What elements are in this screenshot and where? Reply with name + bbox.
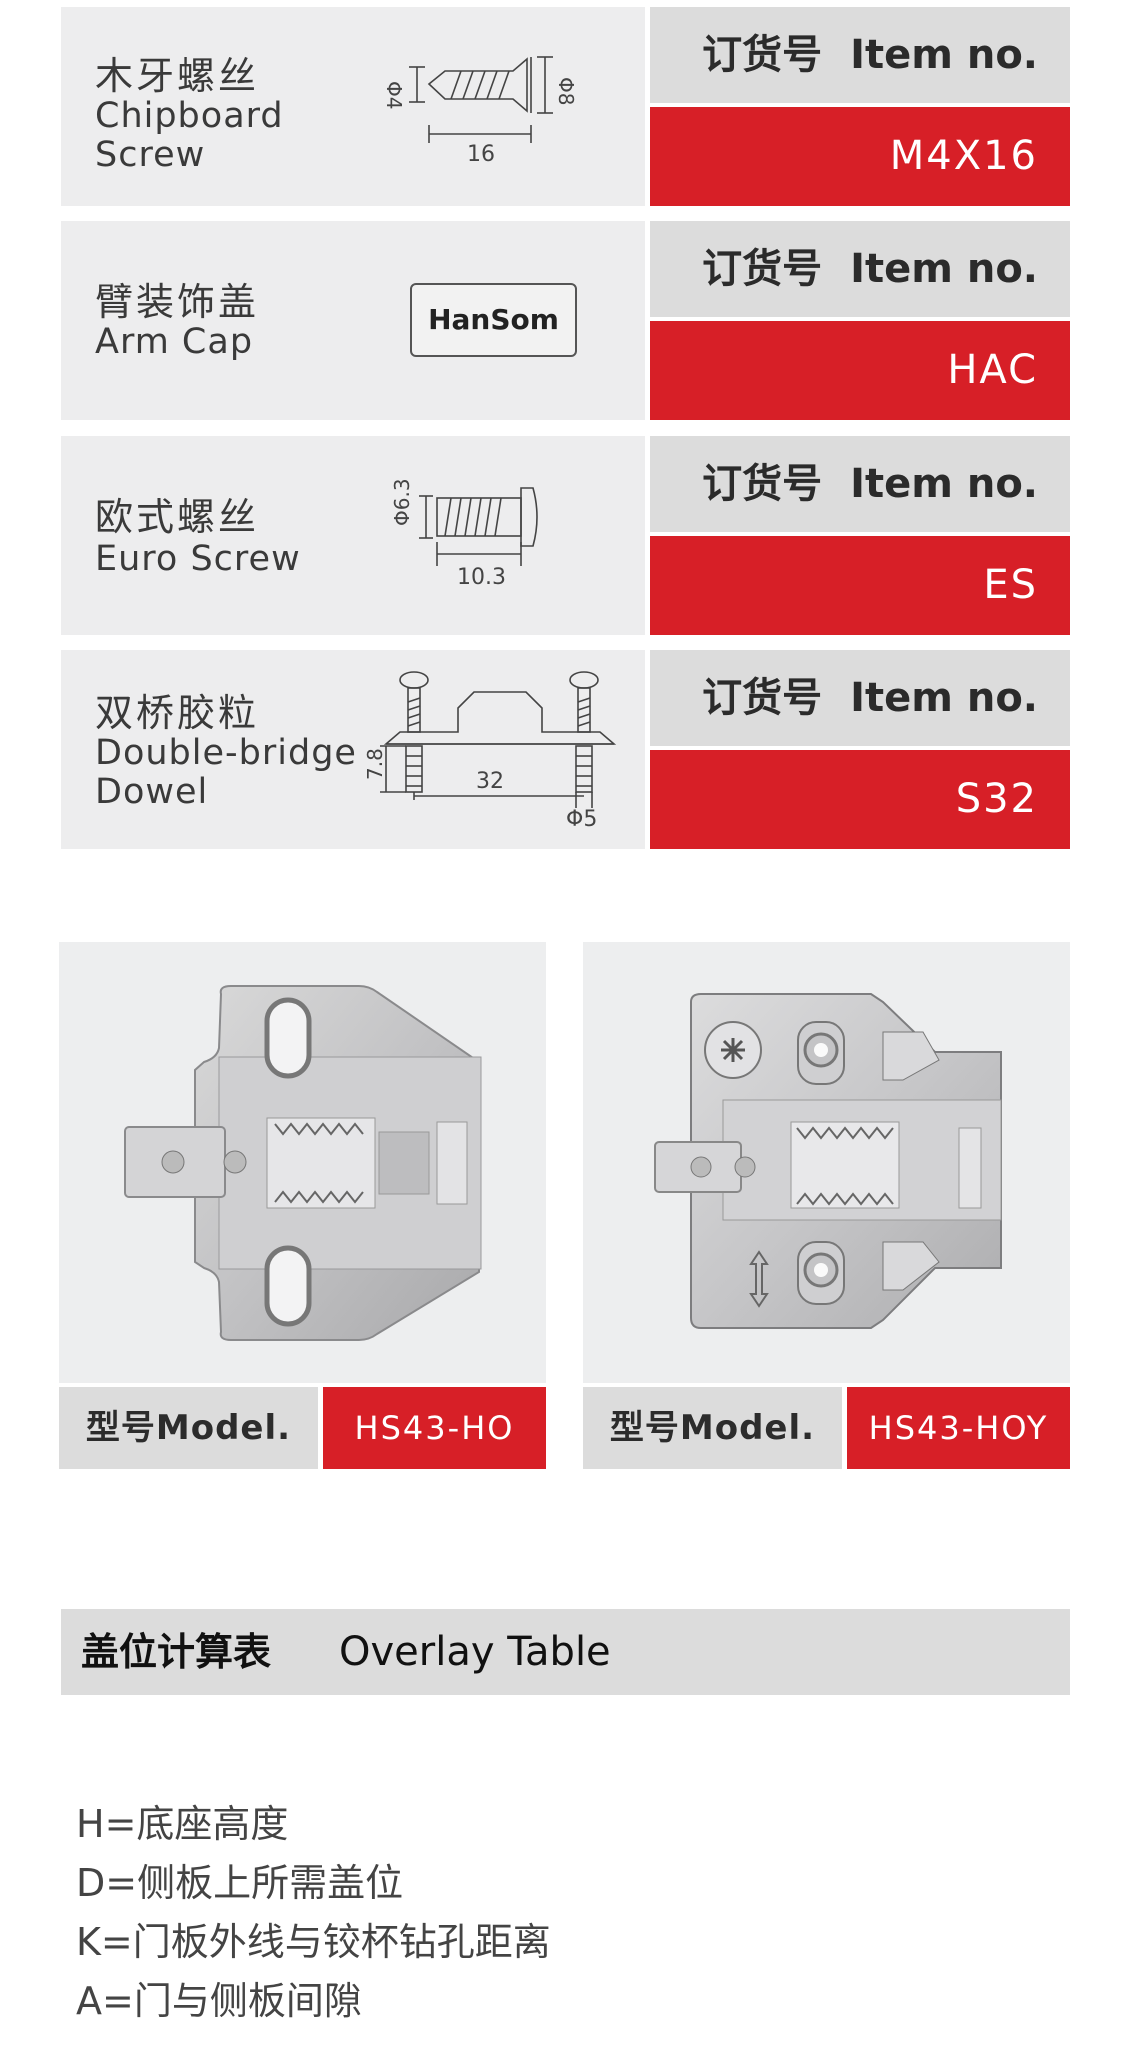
variable-legend: H=底座高度 D=侧板上所需盖位 K=门板外线与铰杯钻孔距离 A=门与侧板间隙 bbox=[76, 1795, 551, 2031]
legend-item-a: A=门与侧板间隙 bbox=[76, 1979, 362, 2023]
svg-text:Φ5: Φ5 bbox=[566, 807, 597, 828]
part-name-zh: 木牙螺丝 bbox=[95, 54, 260, 98]
part-info-panel: 欧式螺丝 Euro Screw Φ6.3 10.3 bbox=[61, 436, 645, 635]
model-label: 型号Model. bbox=[59, 1387, 318, 1469]
overlay-title-en: Overlay Table bbox=[339, 1629, 611, 1675]
part-name-zh: 臂装饰盖 bbox=[95, 280, 260, 324]
model-label: 型号Model. bbox=[583, 1387, 842, 1469]
svg-text:Φ8: Φ8 bbox=[554, 77, 578, 105]
legend-item-k: K=门板外线与铰杯钻孔距离 bbox=[76, 1920, 551, 1964]
svg-text:Φ4: Φ4 bbox=[382, 81, 406, 109]
legend-item-d: D=侧板上所需盖位 bbox=[76, 1861, 404, 1905]
model-card-hs43-hoy: 型号Model. HS43-HOY bbox=[583, 942, 1070, 1469]
model-number: HS43-HOY bbox=[847, 1387, 1070, 1469]
part-name-en: Double-bridge Dowel bbox=[95, 733, 357, 812]
part-row-double-bridge-dowel: 双桥胶粒 Double-bridge Dowel 7.8 32 Φ bbox=[61, 650, 1070, 849]
product-image bbox=[59, 942, 546, 1383]
part-name-en: Arm Cap bbox=[95, 322, 254, 362]
part-name-zh: 双桥胶粒 bbox=[95, 691, 260, 735]
mounting-plate-icon bbox=[124, 985, 482, 1341]
part-name-en: Euro Screw bbox=[95, 539, 301, 579]
overlay-table-header: 盖位计算表 Overlay Table bbox=[61, 1609, 1070, 1695]
part-name-zh: 欧式螺丝 bbox=[95, 495, 260, 539]
product-image bbox=[583, 942, 1070, 1383]
part-info-panel: 木牙螺丝 Chipboard Screw Φ4 Φ8 16 bbox=[61, 7, 645, 206]
item-no-value: ES bbox=[650, 536, 1070, 635]
item-no-value: S32 bbox=[650, 750, 1070, 849]
part-name-en: Chipboard Screw bbox=[95, 96, 284, 175]
svg-text:Φ6.3: Φ6.3 bbox=[391, 478, 414, 526]
euro-screw-drawing-icon: Φ6.3 10.3 bbox=[391, 478, 538, 590]
double-bridge-dowel-drawing-icon: 7.8 32 Φ5 bbox=[366, 671, 617, 828]
svg-text:32: 32 bbox=[476, 769, 504, 794]
svg-text:7.8: 7.8 bbox=[366, 748, 387, 780]
model-number: HS43-HO bbox=[323, 1387, 546, 1469]
mounting-plate-cam-icon bbox=[654, 993, 1002, 1329]
arm-cap-logo: HanSom bbox=[410, 283, 577, 357]
part-info-panel: 臂装饰盖 Arm Cap HanSom bbox=[61, 221, 645, 420]
part-info-panel: 双桥胶粒 Double-bridge Dowel 7.8 32 Φ bbox=[61, 650, 645, 849]
svg-text:16: 16 bbox=[467, 142, 495, 167]
chipboard-screw-drawing-icon: Φ4 Φ8 16 bbox=[382, 56, 578, 167]
overlay-title-zh: 盖位计算表 bbox=[81, 1630, 272, 1674]
model-card-hs43-ho: 型号Model. HS43-HO bbox=[59, 942, 546, 1469]
legend-item-h: H=底座高度 bbox=[76, 1802, 289, 1846]
item-no-value: HAC bbox=[650, 321, 1070, 420]
item-no-value: M4X16 bbox=[650, 107, 1070, 206]
svg-text:10.3: 10.3 bbox=[457, 565, 506, 590]
